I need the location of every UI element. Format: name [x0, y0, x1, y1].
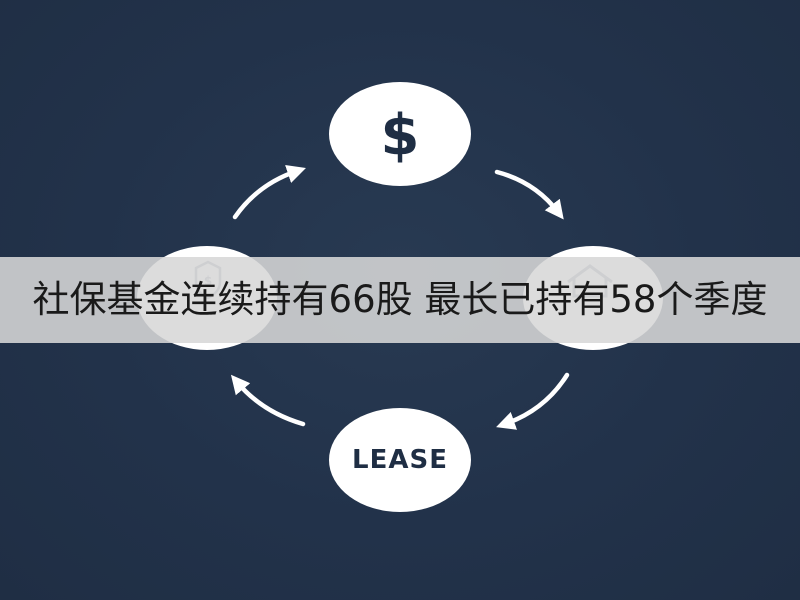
- lease-label: LEASE: [352, 445, 448, 475]
- node-top: [329, 82, 471, 186]
- caption-band: 社保基金连续持有66股 最长已持有58个季度: [0, 257, 800, 343]
- node-bottom: [329, 408, 471, 512]
- arrow-top-to-right: [494, 169, 564, 220]
- arrow-right-to-bottom: [496, 372, 570, 430]
- dollar-sign-label: $: [380, 103, 420, 168]
- arrow-bottom-to-left: [230, 374, 306, 427]
- caption-text: 社保基金连续持有66股 最长已持有58个季度: [32, 278, 768, 321]
- arrow-left-to-top: [232, 165, 306, 220]
